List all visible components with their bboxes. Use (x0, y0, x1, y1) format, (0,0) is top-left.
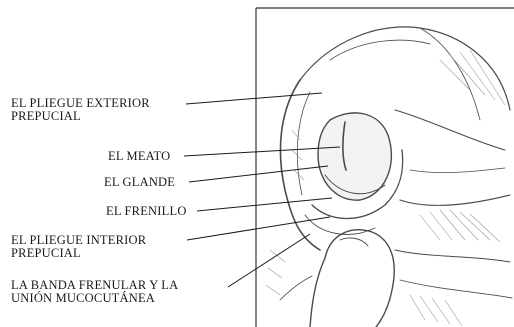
label-glande: EL GLANDE (104, 176, 175, 189)
leader-glande (189, 166, 328, 182)
label-pliegue-exterior: EL PLIEGUE EXTERIOR PREPUCIAL (11, 97, 150, 123)
label-pliegue-exterior-line2: PREPUCIAL (11, 110, 150, 123)
label-meato: EL MEATO (108, 150, 170, 163)
label-pliegue-interior: EL PLIEGUE INTERIOR PREPUCIAL (11, 234, 146, 260)
leader-pliegue-interior (187, 217, 330, 240)
label-frenillo: EL FRENILLO (106, 205, 187, 218)
label-banda-frenular-line2: UNIÓN MUCOCUTÁNEA (11, 292, 178, 305)
leader-pliegue-exterior (186, 93, 322, 104)
sketch-hatching (266, 50, 505, 326)
label-pliegue-interior-line2: PREPUCIAL (11, 247, 146, 260)
sketch-drawing (280, 27, 512, 327)
leader-banda-frenular (228, 234, 310, 287)
label-banda-frenular: LA BANDA FRENULAR Y LA UNIÓN MUCOCUTÁNEA (11, 279, 178, 305)
leader-meato (184, 147, 340, 156)
